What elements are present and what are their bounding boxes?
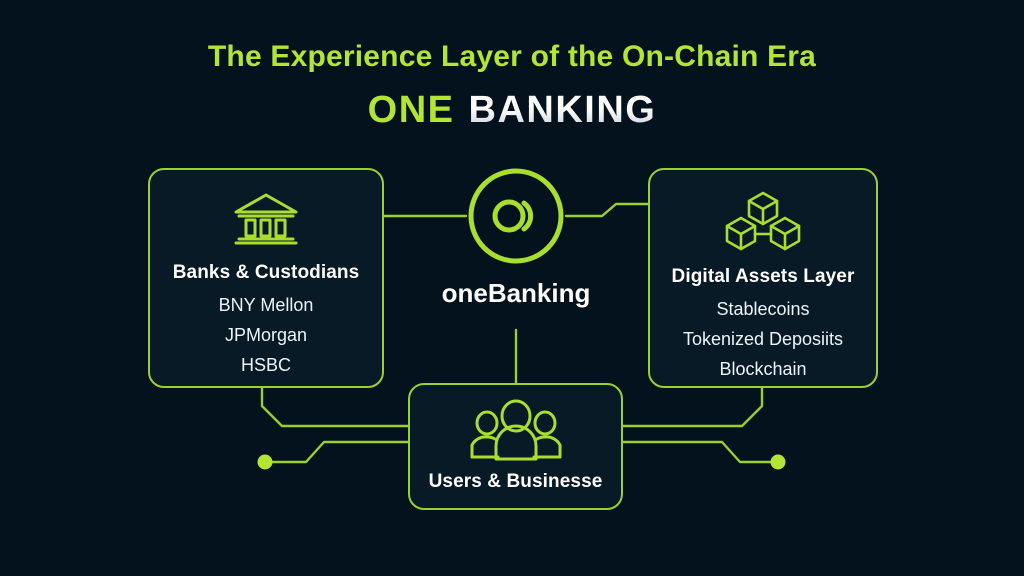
card-title: Banks & Custodians xyxy=(172,262,360,283)
list-item: JPMorgan xyxy=(224,325,308,345)
card-item-list: BNY Mellon JPMorgan HSBC xyxy=(150,290,382,380)
right-terminal-dot xyxy=(770,454,786,470)
brand-wordmark-banking: BANKING xyxy=(468,89,657,131)
card-title: Digital Assets Layer xyxy=(671,266,855,287)
list-item: Blockchain xyxy=(719,359,807,379)
onebanking-hub-icon xyxy=(468,168,564,264)
list-item: BNY Mellon xyxy=(218,295,314,315)
hub-label: oneBanking xyxy=(441,278,591,308)
blockchain-cubes-icon xyxy=(725,191,801,251)
card-users-businesse[interactable]: Users & Businesse xyxy=(408,383,623,510)
list-item: Stablecoins xyxy=(716,299,810,319)
list-item: Tokenized Deposiits xyxy=(682,329,844,349)
brand-wordmark-one: ONE xyxy=(367,89,455,131)
page-title: The Experience Layer of the On-Chain Era xyxy=(207,40,817,73)
digital-assets-to-users-bus xyxy=(621,386,764,428)
card-title: Users & Businesse xyxy=(428,471,603,492)
card-item-list: Stablecoins Tokenized Deposiits Blockcha… xyxy=(650,294,876,384)
left-terminal-branch xyxy=(263,440,410,464)
bank-building-icon xyxy=(234,193,298,245)
users-group-icon xyxy=(470,399,561,461)
list-item: HSBC xyxy=(240,355,291,375)
card-banks-custodians[interactable]: Banks & Custodians BNY Mellon JPMorgan H… xyxy=(148,168,384,388)
card-digital-assets-layer[interactable]: Digital Assets Layer Stablecoins Tokeniz… xyxy=(648,168,878,388)
hub-to-digital-assets-connector xyxy=(564,202,650,218)
left-terminal-dot xyxy=(257,454,273,470)
banks-to-users-bus xyxy=(260,386,410,428)
right-terminal-branch xyxy=(621,440,780,464)
brand-logo-lockup: ONE BANKING xyxy=(0,88,1024,132)
